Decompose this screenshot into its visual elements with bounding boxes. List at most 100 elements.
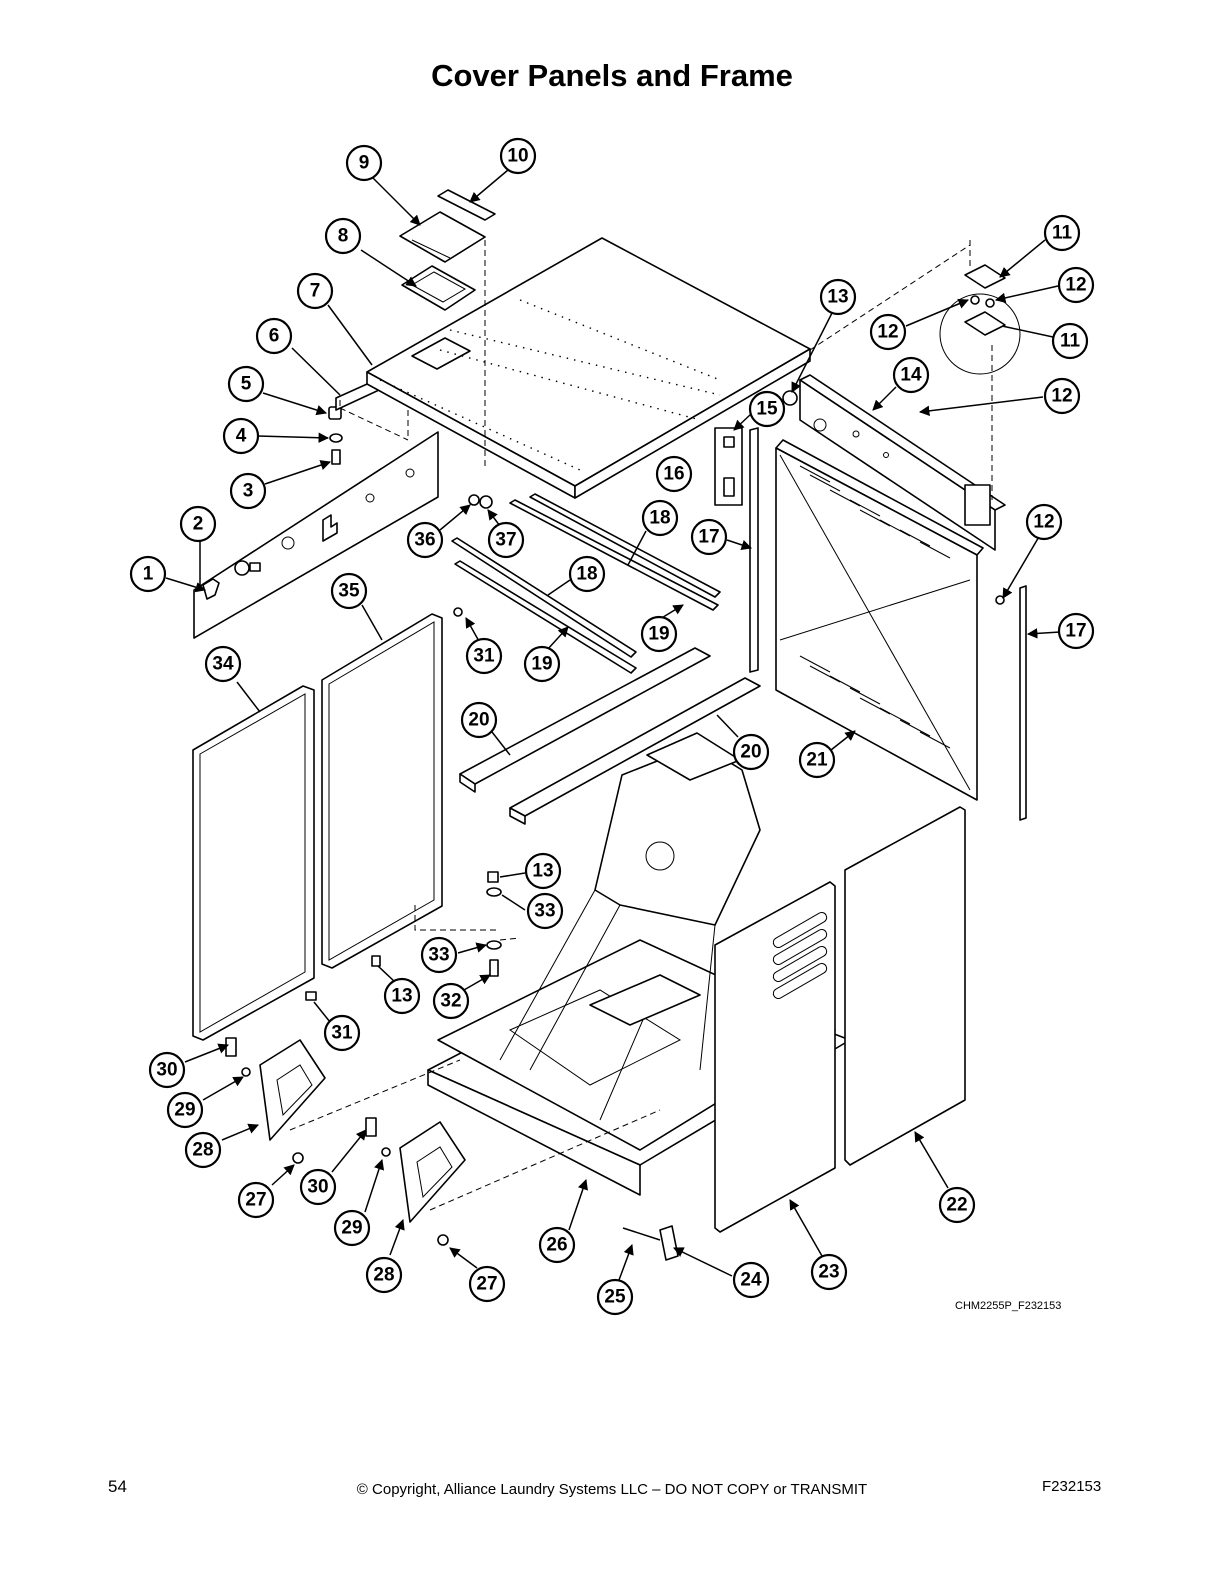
callout-14: 14 bbox=[892, 356, 930, 394]
callout-20b: 20 bbox=[732, 733, 770, 771]
callout-label: 26 bbox=[546, 1235, 567, 1256]
callout-33a: 33 bbox=[526, 892, 564, 930]
front-control-panel bbox=[193, 431, 439, 639]
callout-label: 30 bbox=[307, 1177, 328, 1198]
callout-30b: 30 bbox=[299, 1168, 337, 1206]
callout-label: 15 bbox=[756, 399, 778, 420]
callout-label: 3 bbox=[243, 481, 254, 502]
callout-label: 27 bbox=[245, 1190, 266, 1211]
callout-label: 4 bbox=[236, 426, 247, 447]
callout-7: 7 bbox=[296, 272, 334, 310]
callout-label: 22 bbox=[946, 1195, 967, 1216]
callout-12c: 12 bbox=[1043, 377, 1081, 415]
callout-15: 15 bbox=[748, 390, 786, 428]
callout-label: 19 bbox=[648, 624, 669, 645]
callout-28b: 28 bbox=[365, 1256, 403, 1294]
callout-8: 8 bbox=[324, 217, 362, 255]
callout-label: 23 bbox=[818, 1262, 839, 1283]
callout-label: 29 bbox=[341, 1218, 362, 1239]
callout-18b: 18 bbox=[568, 555, 606, 593]
callout-11b: 11 bbox=[1051, 322, 1089, 360]
callout-label: 12 bbox=[1051, 386, 1072, 407]
callout-27b: 27 bbox=[468, 1265, 506, 1303]
callout-label: 24 bbox=[740, 1270, 762, 1291]
callout-label: 13 bbox=[391, 986, 412, 1007]
callout-11a: 11 bbox=[1043, 214, 1081, 252]
callout-label: 7 bbox=[310, 281, 321, 302]
callout-label: 21 bbox=[806, 750, 828, 771]
lid-parts bbox=[399, 189, 496, 470]
callout-25: 25 bbox=[596, 1278, 634, 1316]
callout-label: 18 bbox=[649, 508, 670, 529]
callout-label: 37 bbox=[495, 530, 516, 551]
callout-label: 5 bbox=[241, 374, 252, 395]
callout-label: 8 bbox=[338, 226, 349, 247]
page-title: Cover Panels and Frame bbox=[431, 58, 793, 93]
callout-21: 21 bbox=[798, 741, 836, 779]
callout-label: 12 bbox=[877, 322, 898, 343]
callout-18a: 18 bbox=[641, 499, 679, 537]
callout-label: 12 bbox=[1033, 512, 1054, 533]
callout-4: 4 bbox=[222, 417, 260, 455]
callout-label: 1 bbox=[143, 564, 154, 585]
callout-label: 6 bbox=[269, 326, 280, 347]
callout-label: 34 bbox=[212, 654, 234, 675]
callout-label: 9 bbox=[359, 153, 370, 174]
figure-code: CHM2255P_F232153 bbox=[955, 1300, 1062, 1312]
callout-19a: 19 bbox=[640, 615, 678, 653]
callout-12d: 12 bbox=[1025, 503, 1063, 541]
callout-label: 28 bbox=[192, 1140, 213, 1161]
callout-13a: 13 bbox=[819, 278, 857, 316]
callout-label: 32 bbox=[440, 991, 461, 1012]
callout-label: 30 bbox=[156, 1060, 177, 1081]
callout-label: 29 bbox=[174, 1100, 195, 1121]
fastener-column bbox=[714, 390, 1027, 821]
callout-label: 13 bbox=[532, 861, 553, 882]
callout-label: 12 bbox=[1065, 275, 1086, 296]
right-side-panels bbox=[714, 806, 966, 1233]
page-number: 54 bbox=[108, 1477, 127, 1496]
callout-1: 1 bbox=[129, 555, 167, 593]
leader-lines bbox=[165, 169, 1061, 1281]
callout-27a: 27 bbox=[237, 1181, 275, 1219]
rear-top-member bbox=[799, 240, 1021, 551]
callout-26: 26 bbox=[538, 1226, 576, 1264]
callout-35: 35 bbox=[330, 572, 368, 610]
callout-label: 2 bbox=[193, 514, 204, 535]
callout-32: 32 bbox=[432, 982, 470, 1020]
callout-33b: 33 bbox=[420, 936, 458, 974]
top-cover-panel bbox=[366, 237, 811, 499]
callout-19b: 19 bbox=[523, 645, 561, 683]
callout-29a: 29 bbox=[166, 1091, 204, 1129]
callout-label: 18 bbox=[576, 564, 597, 585]
callout-label: 14 bbox=[900, 365, 922, 386]
callout-label: 10 bbox=[507, 146, 528, 167]
callout-label: 27 bbox=[476, 1274, 497, 1295]
callout-label: 33 bbox=[534, 901, 555, 922]
callout-17a: 17 bbox=[690, 518, 728, 556]
document-number: F232153 bbox=[1042, 1478, 1102, 1495]
callout-28a: 28 bbox=[184, 1131, 222, 1169]
copyright-notice: © Copyright, Alliance Laundry Systems LL… bbox=[356, 1481, 868, 1498]
callout-label: 19 bbox=[531, 654, 552, 675]
horizontal-rails bbox=[451, 493, 761, 825]
callout-13c: 13 bbox=[383, 977, 421, 1015]
callout-label: 35 bbox=[338, 581, 360, 602]
callout-label: 11 bbox=[1060, 331, 1081, 352]
callout-label: 36 bbox=[414, 530, 435, 551]
callout-label: 16 bbox=[663, 464, 684, 485]
callout-label: 11 bbox=[1052, 223, 1073, 244]
callout-16: 16 bbox=[655, 455, 693, 493]
callout-22: 22 bbox=[938, 1186, 976, 1224]
callout-label: 25 bbox=[604, 1287, 626, 1308]
callout-2: 2 bbox=[179, 505, 217, 543]
callout-label: 28 bbox=[373, 1265, 394, 1286]
callout-20a: 20 bbox=[460, 701, 498, 739]
latch-assembly bbox=[622, 1225, 679, 1261]
callout-label: 13 bbox=[827, 287, 848, 308]
callout-34: 34 bbox=[204, 645, 242, 683]
center-fasteners bbox=[305, 494, 521, 1001]
callout-9: 9 bbox=[345, 144, 383, 182]
callout-label: 20 bbox=[468, 710, 489, 731]
